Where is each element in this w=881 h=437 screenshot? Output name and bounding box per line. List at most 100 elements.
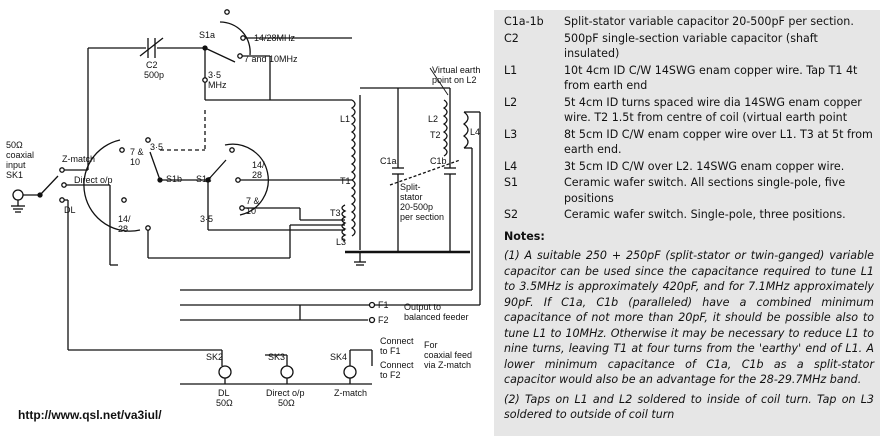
label-sk1: 50Ω [6, 140, 23, 150]
label-zmatch: Z-match [62, 154, 95, 164]
label-connect-f2-2: to F2 [380, 370, 401, 380]
component-code: L1 [504, 63, 518, 77]
label-s1b-710: 7 & [130, 147, 144, 157]
label-splitstator-4: per section [400, 212, 444, 222]
label-l3: L3 [336, 237, 346, 247]
component-code: C1a-1b [504, 15, 544, 28]
component-code: L4 [504, 159, 518, 173]
component-code: L3 [504, 127, 518, 141]
label-t1: T1 [340, 176, 351, 186]
component-legend: C1a-1b Split-stator variable capacitor 20… [494, 10, 880, 436]
label-c1b: C1b [430, 156, 447, 166]
l1-coil [350, 99, 356, 237]
component-code: S2 [504, 208, 519, 221]
label-t3: T3 [330, 208, 341, 218]
label-l2: L2 [428, 114, 438, 124]
label-splitstator-2: stator [400, 192, 423, 202]
component-desc: 8t 5cm ID C/W enam copper wire over L1. … [564, 127, 873, 157]
label-coaxfeed: For [424, 340, 438, 350]
label-s1c-710: 7 & [246, 196, 260, 206]
label-s1b: S1b [166, 174, 182, 184]
label-virtual-earth: Virtual earth [432, 65, 480, 75]
label-sk3-direct: Direct o/p [266, 388, 305, 398]
label-sk2-dl: DL [218, 388, 230, 398]
s1a-wafer [219, 21, 251, 56]
label-sk2: SK2 [206, 352, 223, 362]
sk4-socket [343, 365, 357, 379]
label-coaxfeed-2: coaxial feed [424, 350, 472, 360]
s2-switch-arm [39, 175, 59, 196]
label-s1b-1428: 14/ [118, 214, 131, 224]
label-s1c: S1c [196, 174, 212, 184]
component-code: C2 [504, 31, 519, 45]
component-desc: Ceramic wafer switch. Single-pole, three… [564, 208, 846, 221]
label-sk4-zmatch: Z-match [334, 388, 367, 398]
label-sk1-input: input [6, 160, 26, 170]
label-band710: 7 and 10MHz [244, 54, 298, 64]
component-row: L3 8t 5cm ID C/W enam copper wire over L1… [504, 127, 874, 158]
component-row: S2 Ceramic wafer switch. Single-pole, thr… [504, 207, 874, 223]
label-sk4: SK4 [330, 352, 347, 362]
label-s1c-710b: 10 [246, 206, 256, 216]
label-dl: DL [64, 205, 76, 215]
sk3-socket [280, 365, 294, 379]
label-output-2: balanced feeder [404, 312, 469, 322]
s1b-wafer [83, 139, 141, 232]
note-paragraph: (1) A suitable 250 + 250pF (split-stator… [504, 249, 874, 386]
label-connect-f2: Connect [380, 360, 414, 370]
label-sk1-name: SK1 [6, 170, 23, 180]
label-s1c-1428b: 28 [252, 170, 262, 180]
component-code: S1 [504, 176, 519, 189]
l4-coil [462, 111, 469, 149]
label-c1a: C1a [380, 156, 397, 166]
label-band35: 3·5 [208, 70, 221, 80]
label-l4: L4 [470, 127, 480, 137]
label-connect-f1-2: to F1 [380, 346, 401, 356]
l2-coil [442, 99, 448, 157]
label-s1b-35: 3·5 [150, 142, 163, 152]
label-splitstator: Split- [400, 182, 421, 192]
l3-coil [341, 204, 347, 242]
label-c2: C2 [146, 60, 158, 70]
label-t2: T2 [430, 130, 441, 140]
sk2-socket [218, 365, 232, 379]
label-f1: F1 [378, 300, 389, 310]
label-s1b-710b: 10 [130, 157, 140, 167]
source-url: http://www.qsl.net/va3iul/ [18, 408, 162, 422]
component-desc: Ceramic wafer switch. All sections singl… [564, 176, 846, 205]
component-desc: 5t 4cm ID turns spaced wire dia 14SWG en… [564, 95, 862, 125]
label-band1428: 14/28MHz [254, 33, 296, 43]
label-directop: Direct o/p [74, 175, 113, 185]
label-s1a: S1a [199, 30, 215, 40]
label-s1c-1428: 14/ [252, 160, 265, 170]
component-row: C1a-1b Split-stator variable capacitor 20… [504, 14, 874, 30]
label-sk3-ohm: 50Ω [278, 398, 295, 408]
component-desc: 3t 5cm ID C/W over L2. 14SWG enam copper… [564, 159, 845, 173]
component-row: L1 10t 4cm ID C/W 14SWG enam copper wire.… [504, 63, 874, 94]
component-code: L2 [504, 95, 518, 109]
component-row: L2 5t 4cm ID turns spaced wire dia 14SWG … [504, 95, 874, 126]
label-sk3: SK3 [268, 352, 285, 362]
component-desc: Split-stator variable capacitor 20-500pF… [564, 15, 854, 28]
label-coaxfeed-3: via Z-match [424, 360, 471, 370]
label-sk2-ohm: 50Ω [216, 398, 233, 408]
label-f2: F2 [378, 315, 389, 325]
label-s1b-1428b: 28 [118, 224, 128, 234]
label-c2-value: 500p [144, 70, 164, 80]
label-l1: L1 [340, 114, 350, 124]
label-splitstator-3: 20-500p [400, 202, 433, 212]
label-s1c-35: 3·5 [200, 214, 213, 224]
label-sk1-coax: coaxial [6, 150, 34, 160]
notes-title: Notes: [504, 229, 545, 243]
component-row: L4 3t 5cm ID C/W over L2. 14SWG enam copp… [504, 159, 874, 175]
label-virtual-earth-2: point on L2 [432, 75, 477, 85]
circuit-diagram: 50Ω coaxial input SK1 Z-match Direct o/p… [6, 9, 481, 408]
label-output: Output to [404, 302, 441, 312]
label-connect-f1: Connect [380, 336, 414, 346]
component-row: S1 Ceramic wafer switch. All sections sin… [504, 175, 874, 206]
label-band35-mhz: MHz [208, 80, 227, 90]
note-paragraph: (2) Taps on L1 and L2 soldered to inside… [504, 392, 874, 422]
sk1-socket [12, 189, 24, 201]
component-desc: 10t 4cm ID C/W 14SWG enam copper wire. T… [564, 63, 858, 93]
